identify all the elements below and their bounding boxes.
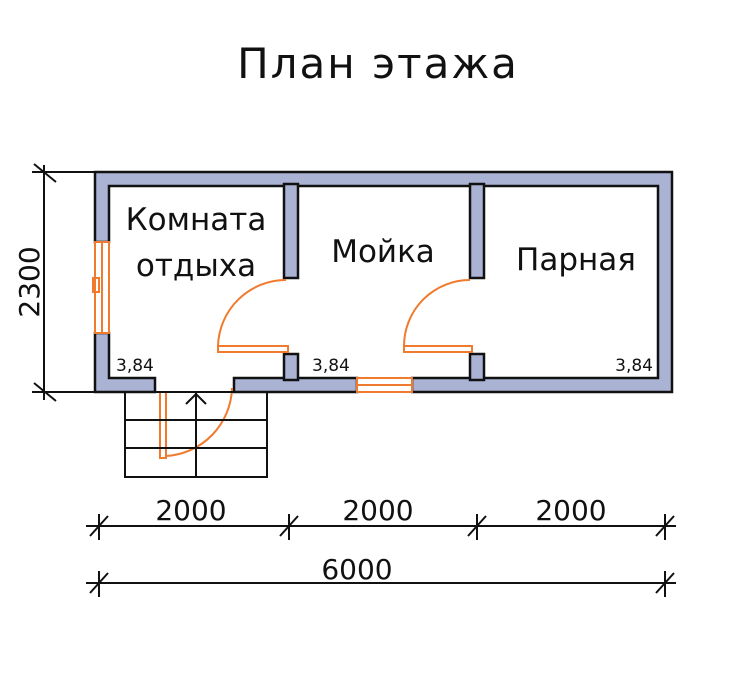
dimension-seg2-label: 2000 — [342, 494, 413, 527]
dimension-seg1-label: 2000 — [155, 494, 226, 527]
entry-arrow-icon — [185, 392, 207, 420]
partition-2-upper — [468, 182, 486, 280]
area-label-steam: 3,84 — [615, 356, 653, 376]
dimension-seg3-label: 2000 — [535, 494, 606, 527]
dimension-height-label: 2300 — [13, 246, 46, 317]
dimension-total — [86, 571, 676, 597]
page-title: План этажа — [237, 39, 519, 88]
dimension-height — [32, 163, 95, 402]
door-rest-to-wash — [217, 279, 289, 353]
room-label-steam: Парная — [516, 242, 636, 278]
left-window — [92, 241, 110, 334]
walls — [93, 170, 674, 394]
dimension-total-label: 6000 — [321, 553, 392, 586]
partition-1-lower — [282, 352, 300, 382]
room-label-wash: Мойка — [331, 234, 435, 270]
bottom-window — [356, 377, 413, 393]
dimension-segments — [86, 514, 676, 540]
room-label-rest-line1: Комната — [126, 202, 267, 238]
partition-1-upper — [282, 182, 300, 280]
area-label-wash: 3,84 — [312, 356, 350, 376]
door-wash-to-steam — [403, 279, 473, 353]
room-label-rest-line2: отдыха — [136, 248, 256, 284]
area-label-rest: 3,84 — [116, 356, 154, 376]
partition-2-lower — [468, 352, 486, 382]
